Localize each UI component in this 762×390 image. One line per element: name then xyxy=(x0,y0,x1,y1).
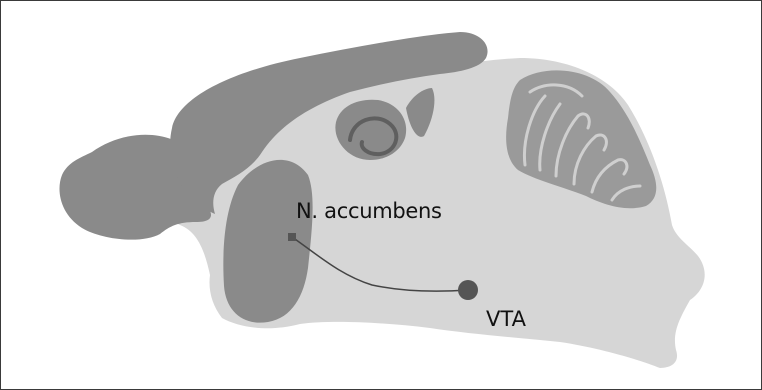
vta-label: VTA xyxy=(486,309,526,330)
vta-marker xyxy=(458,280,478,300)
nucleus-accumbens-label: N. accumbens xyxy=(296,201,442,222)
nucleus-accumbens-marker xyxy=(288,233,296,241)
